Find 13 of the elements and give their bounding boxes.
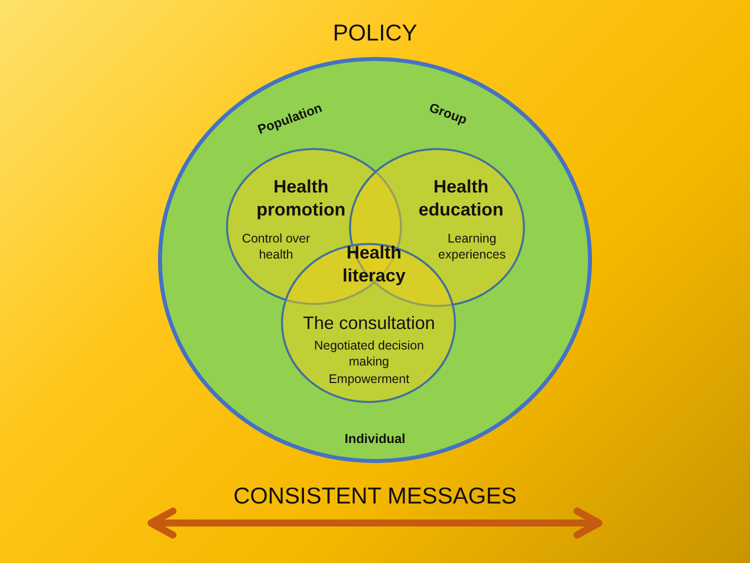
page-title: POLICY (332, 18, 418, 48)
circle-heading: Health education (418, 176, 504, 220)
circle-description: Learning experiences (437, 231, 507, 263)
banner-text: CONSISTENT MESSAGES (233, 482, 517, 510)
scope-label: Individual (344, 430, 406, 448)
overlap-label: Health literacy (342, 242, 406, 286)
circle-description: Negotiated decision making (313, 338, 425, 370)
outer-circle (158, 57, 592, 463)
circle-heading: Health promotion (256, 176, 346, 220)
circle-heading: The consultation (302, 312, 436, 334)
scope-label: Group (426, 100, 470, 128)
circle-description: Control over health (240, 231, 312, 263)
circle-description: Empowerment (328, 372, 410, 388)
